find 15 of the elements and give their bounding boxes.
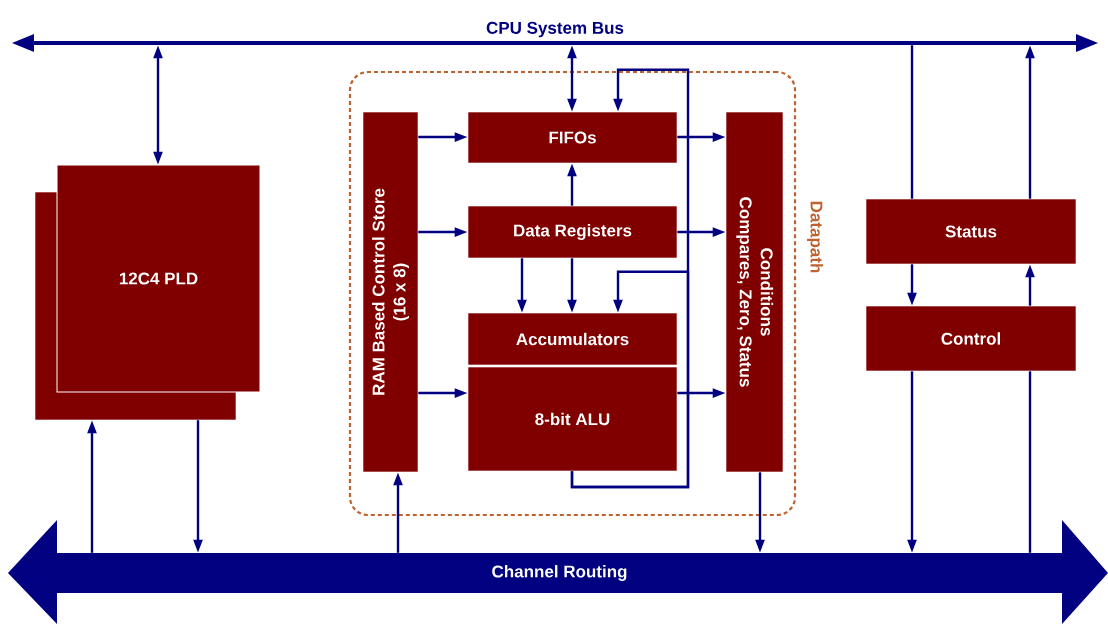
process-box: Conditions Compares, Zero, Status xyxy=(725,111,784,473)
process-box: 8-bit ALU xyxy=(467,366,678,472)
arrow xyxy=(570,270,690,489)
process-box: RAM Based Control Store (16 x 8) xyxy=(362,111,419,473)
process-box: FIFOs xyxy=(467,111,678,164)
process-box: Control xyxy=(865,305,1077,372)
process-box: Status xyxy=(865,198,1077,265)
process-box: Data Registers xyxy=(467,205,678,259)
process-box: Accumulators xyxy=(467,312,678,366)
stacked-box: 12C4 PLD xyxy=(34,164,261,421)
node-label: CPU System Bus xyxy=(486,21,624,38)
node-label: Datapath xyxy=(807,201,823,273)
system-bus: CPU System Bus xyxy=(12,21,1098,52)
connector-line xyxy=(1028,371,1032,553)
connector-line xyxy=(910,45,914,199)
